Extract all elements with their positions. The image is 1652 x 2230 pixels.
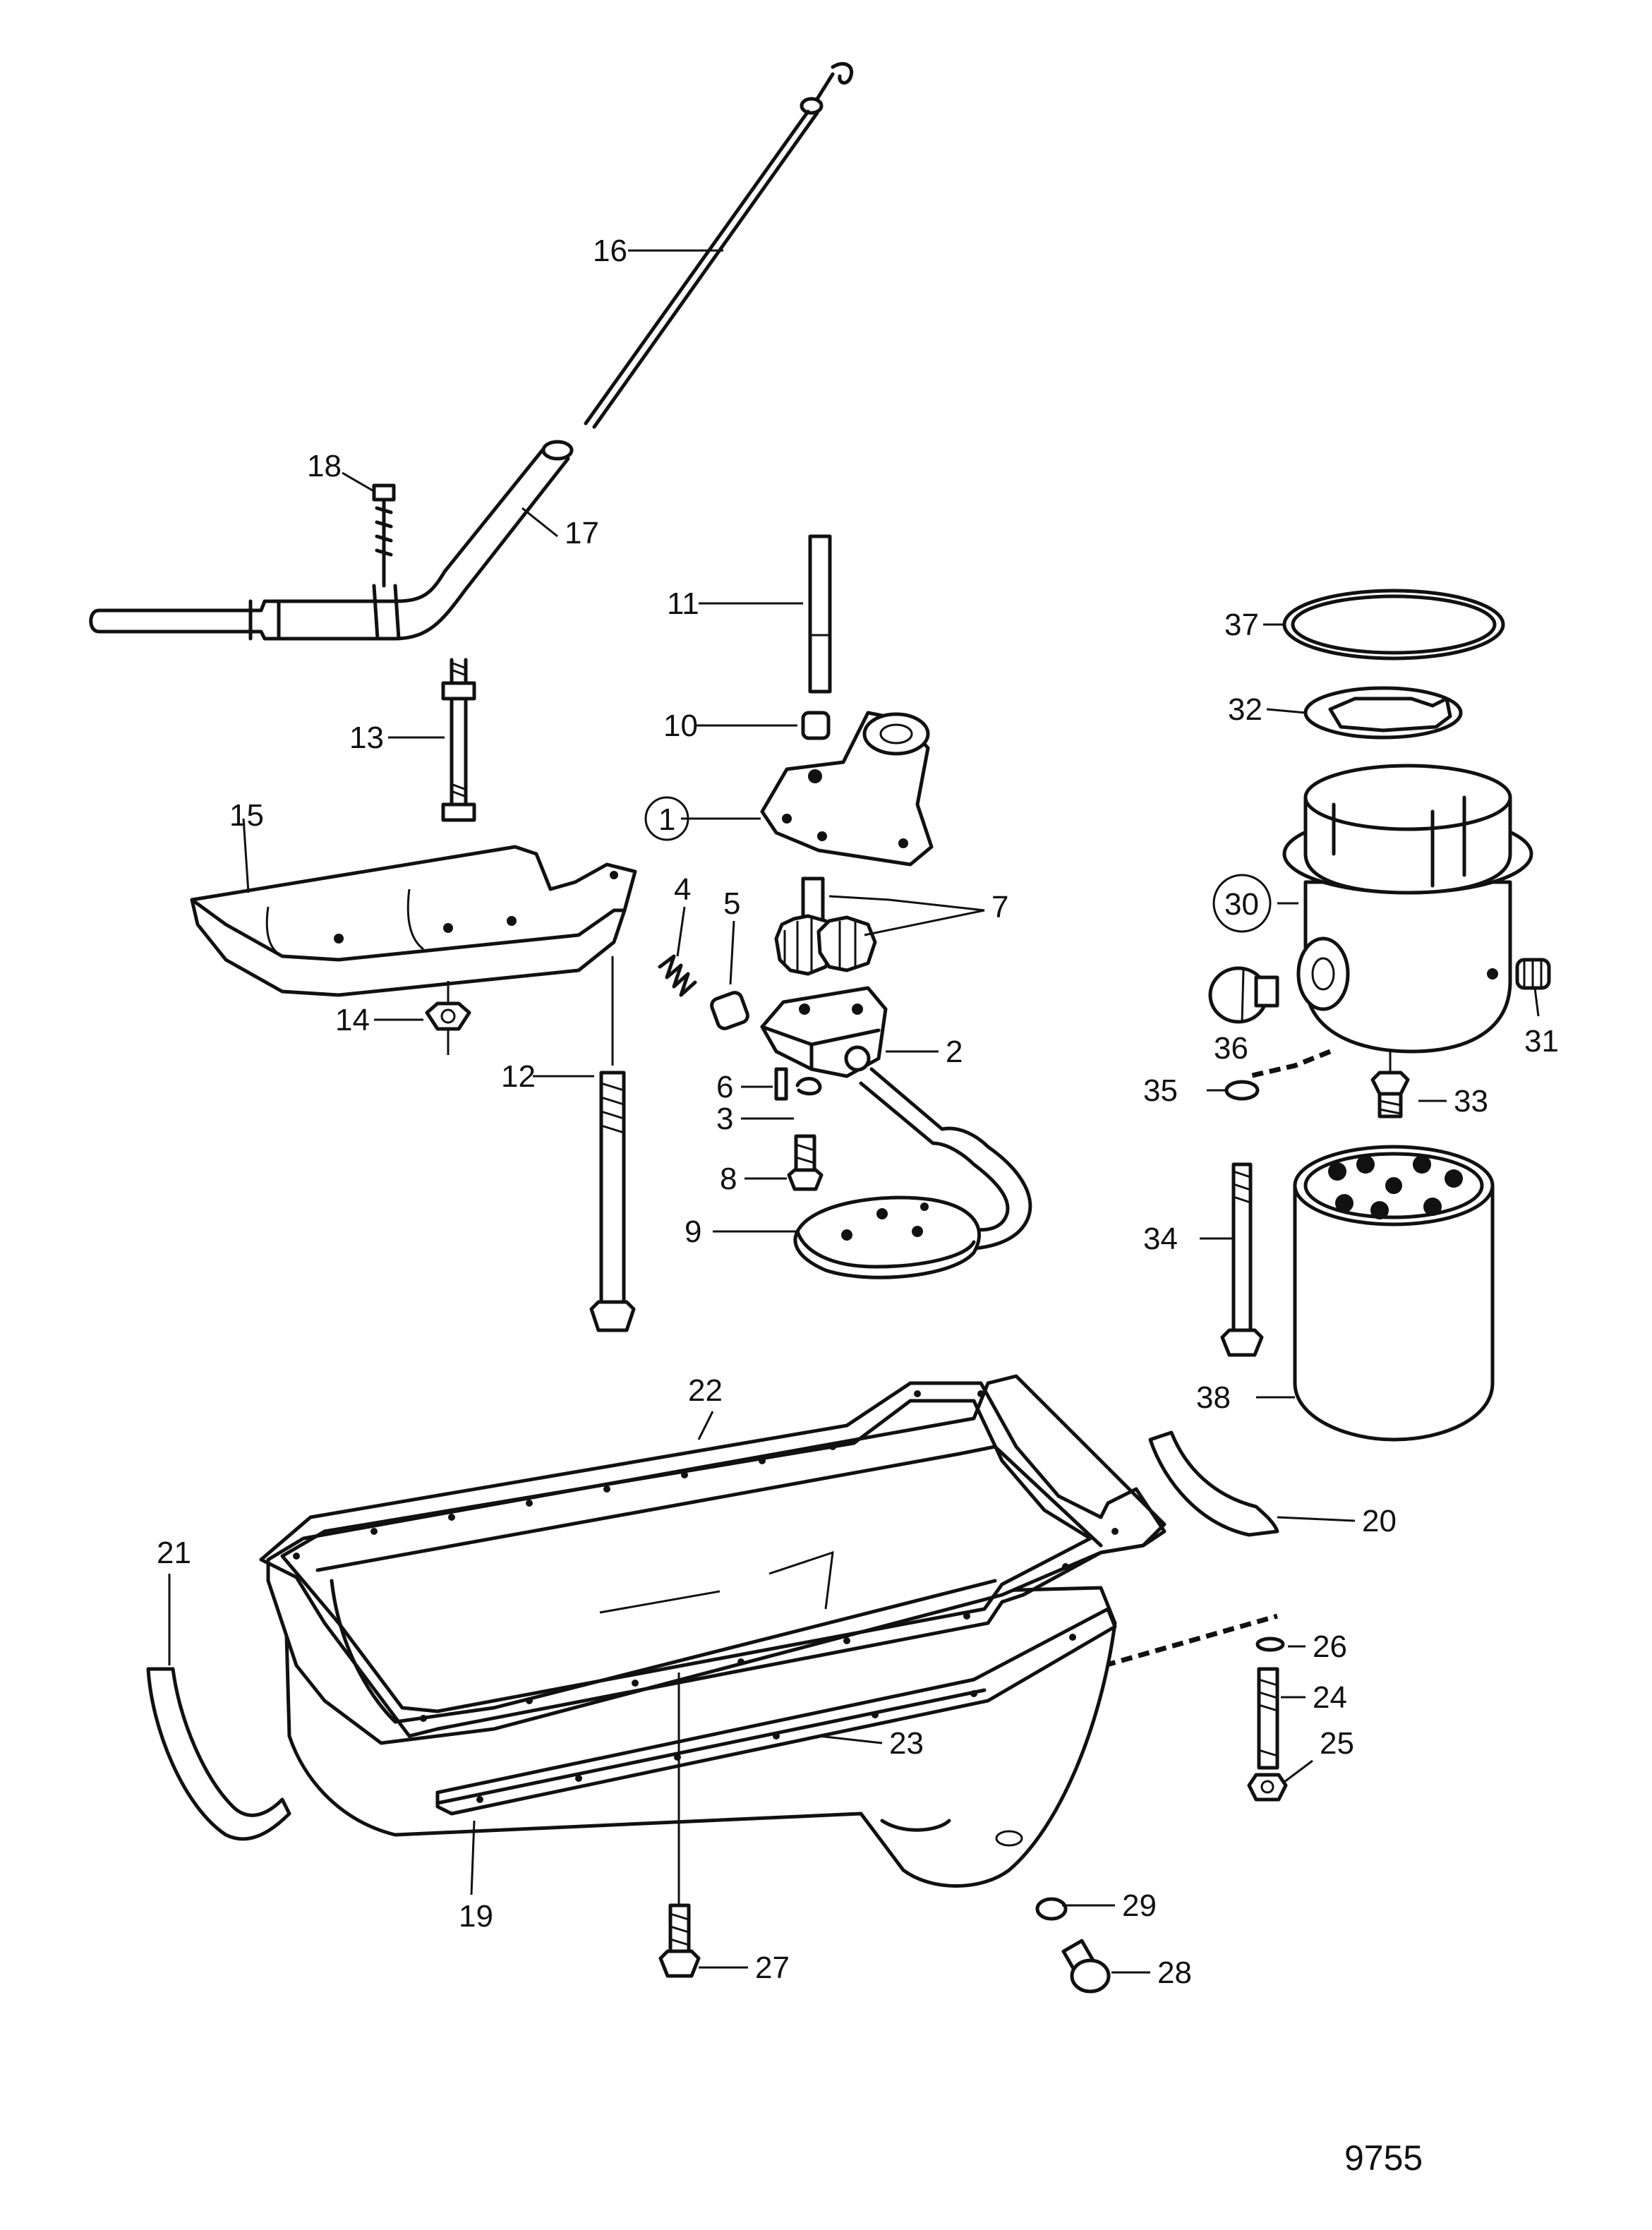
callout-36: 36 xyxy=(1214,1031,1248,1066)
stud-24 xyxy=(1257,1667,1279,1770)
oil-filter-bracket xyxy=(1282,764,1533,1054)
callout-12: 12 xyxy=(501,1059,536,1094)
nut-25 xyxy=(1247,1773,1288,1802)
callout-32: 32 xyxy=(1228,692,1262,727)
callout-30: 30 xyxy=(1224,887,1259,922)
plug-31 xyxy=(1515,958,1551,990)
callout-31: 31 xyxy=(1524,1024,1559,1059)
dowel-pin xyxy=(774,1067,788,1101)
callout-6: 6 xyxy=(716,1070,733,1104)
callout-8: 8 xyxy=(720,1162,737,1196)
callout-16: 16 xyxy=(593,234,627,268)
stud xyxy=(441,658,476,822)
dipstick-tube xyxy=(89,440,574,641)
sealing-ring xyxy=(1282,589,1505,661)
callout-14: 14 xyxy=(335,1003,370,1037)
callout-17: 17 xyxy=(565,516,599,550)
callout-26: 26 xyxy=(1313,1629,1347,1664)
callout-28: 28 xyxy=(1157,1955,1192,1990)
callout-35: 35 xyxy=(1143,1073,1178,1108)
callout-11: 11 xyxy=(667,586,699,621)
nut-14 xyxy=(425,981,471,1055)
alignment-line-bracket xyxy=(1248,1049,1332,1079)
callout-labels: 16 18 17 11 10 1 13 15 14 12 4 5 7 2 6 3… xyxy=(157,234,1559,1990)
callout-38: 38 xyxy=(1196,1380,1231,1415)
washer-29 xyxy=(1035,1897,1068,1921)
callout-19: 19 xyxy=(459,1899,493,1934)
tube-clamp-screw xyxy=(372,483,396,588)
callout-37: 37 xyxy=(1224,608,1259,642)
screw-8 xyxy=(787,1134,824,1191)
filter-nipple xyxy=(1370,1051,1410,1119)
callout-30-circled: 30 xyxy=(1212,874,1272,933)
drain-plug xyxy=(1061,1939,1111,1994)
lock-washer xyxy=(795,1077,822,1096)
callout-23: 23 xyxy=(889,1726,924,1761)
callout-13: 13 xyxy=(349,721,384,755)
callout-3: 3 xyxy=(716,1102,733,1136)
bolt-12 xyxy=(589,956,636,1332)
callout-29: 29 xyxy=(1122,1888,1157,1923)
callout-27: 27 xyxy=(755,1951,790,1985)
pump-gears xyxy=(774,876,877,976)
callout-1-circled: 1 xyxy=(644,796,689,841)
leader-lines xyxy=(168,249,1540,1974)
plug-36 xyxy=(1208,966,1279,1024)
relief-valve-piston xyxy=(710,991,749,1030)
callout-4: 4 xyxy=(674,872,691,907)
callout-10: 10 xyxy=(663,709,698,743)
bolt-34 xyxy=(1220,1162,1264,1357)
oil-pump-body xyxy=(760,986,888,1078)
callout-21: 21 xyxy=(157,1536,191,1570)
callout-24: 24 xyxy=(1313,1680,1347,1715)
pan-gasket-upper xyxy=(259,1381,1166,1738)
bolt-27 xyxy=(658,1672,701,1978)
pump-shaft xyxy=(808,534,832,694)
oil-sump-pan xyxy=(266,1374,1166,1888)
callout-34: 34 xyxy=(1143,1222,1178,1256)
callout-5: 5 xyxy=(723,886,740,921)
oil-filter xyxy=(1293,1145,1495,1442)
callout-15: 15 xyxy=(229,798,264,833)
callout-22: 22 xyxy=(688,1373,723,1408)
oil-pump-cover xyxy=(760,711,934,867)
callout-1: 1 xyxy=(658,802,675,837)
alignment-line-pan xyxy=(1104,1613,1278,1668)
callout-20: 20 xyxy=(1362,1504,1397,1538)
callout-2: 2 xyxy=(946,1035,963,1069)
oil-pickup-strainer xyxy=(793,1067,1032,1279)
filter-gasket xyxy=(1303,686,1463,740)
pan-gasket-lower xyxy=(435,1607,1117,1816)
dipstick xyxy=(584,62,854,429)
callout-18: 18 xyxy=(307,449,342,483)
callout-7: 7 xyxy=(991,890,1008,924)
relief-valve-spring xyxy=(658,954,697,997)
bushing xyxy=(801,711,831,740)
baffle-plate xyxy=(190,845,637,997)
washer-35 xyxy=(1224,1080,1260,1101)
callout-9: 9 xyxy=(685,1215,701,1249)
callout-25: 25 xyxy=(1320,1726,1354,1761)
figure-reference-number: 9755 xyxy=(1344,2138,1423,2178)
washer-26 xyxy=(1255,1637,1285,1652)
rear-main-seal xyxy=(1148,1430,1279,1537)
callout-33: 33 xyxy=(1454,1084,1488,1119)
front-main-seal xyxy=(146,1667,291,1841)
